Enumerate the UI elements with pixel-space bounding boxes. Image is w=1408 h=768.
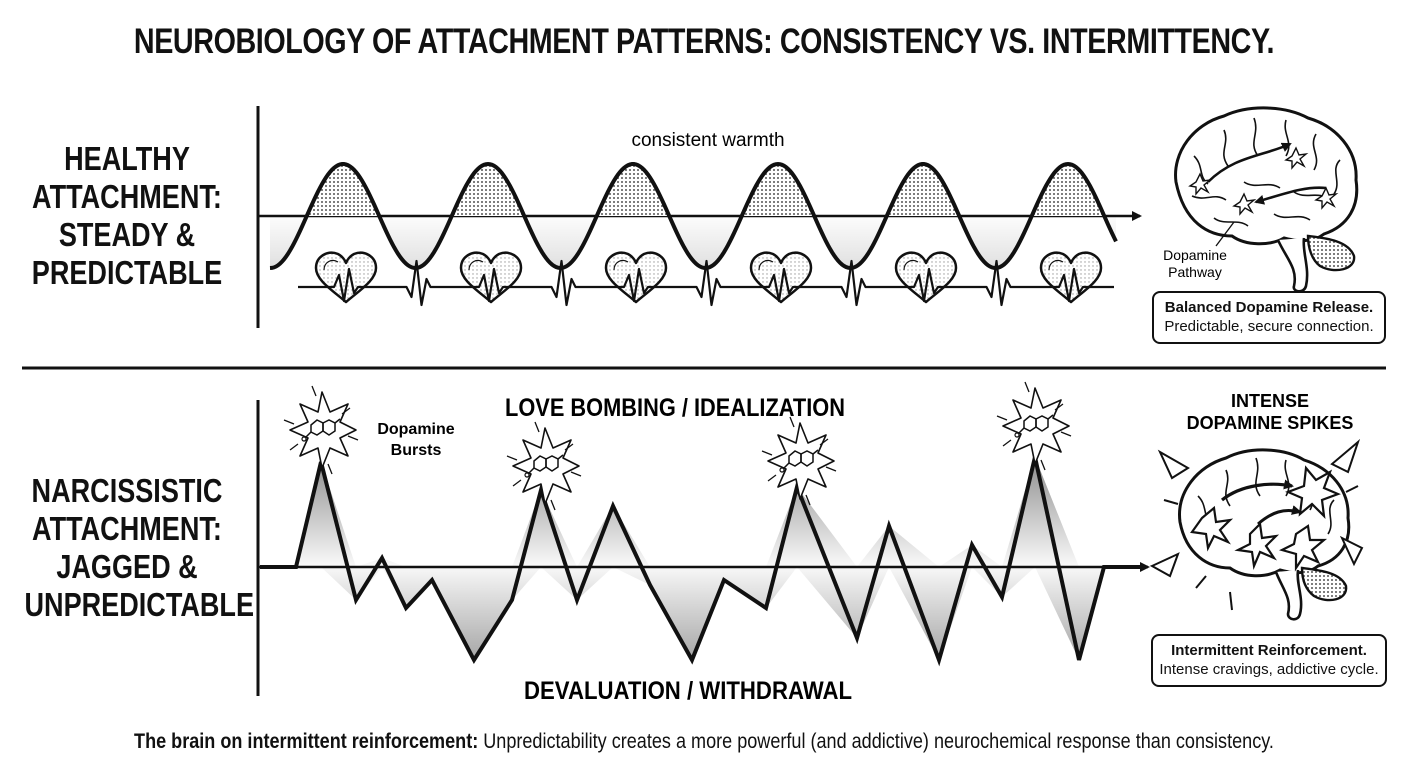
intense-spikes-label-line-2: DOPAMINE SPIKES	[1187, 413, 1354, 433]
intermittent-caption-title: Intermittent Reinforcement.	[1171, 642, 1367, 659]
healthy-wave-line	[269, 161, 1118, 270]
dopamine-burst-icon	[506, 421, 582, 511]
love-bombing-label: LOVE BOMBING / IDEALIZATION	[505, 394, 845, 422]
healthy-label-line-2: ATTACHMENT:	[32, 178, 222, 215]
intermittent-reinforcement-caption: Intermittent Reinforcement. Intense crav…	[1151, 634, 1387, 687]
footer-note: The brain on intermittent reinforcement:…	[99, 730, 1310, 754]
healthy-label-line-1: HEALTHY	[64, 140, 190, 177]
consistent-warmth-label: consistent warmth	[631, 130, 784, 151]
footer-bold-text: The brain on intermittent reinforcement:	[134, 730, 479, 753]
page-title: NEUROBIOLOGY OF ATTACHMENT PATTERNS: CON…	[133, 22, 1275, 61]
dopamine-burst-icon	[761, 416, 837, 506]
heartbeat-line	[298, 251, 1114, 307]
healthy-label-line-3: STEADY &	[58, 216, 196, 253]
narcissistic-attachment-label: NARCISSISTIC ATTACHMENT: JAGGED & UNPRED…	[24, 472, 255, 624]
narcissistic-label-line-1: NARCISSISTIC	[31, 472, 223, 509]
dopamine-bursts-label-line-1: Dopamine	[377, 421, 454, 438]
jagged-peak-fill	[260, 457, 1140, 567]
jagged-wave	[260, 456, 1140, 667]
healthy-sine-wave	[269, 161, 1118, 270]
dopamine-pathway-label-line-2: Pathway	[1168, 264, 1222, 280]
narcissistic-label-line-4: UNPREDICTABLE	[24, 586, 255, 623]
narcissistic-label-line-2: ATTACHMENT:	[32, 510, 222, 547]
spiking-brain-icon	[1149, 438, 1364, 621]
devaluation-label: DEVALUATION / WITHDRAWAL	[524, 677, 852, 705]
healthy-wave-crest-fill	[270, 164, 1116, 216]
healthy-label-line-4: PREDICTABLE	[31, 254, 223, 291]
dopamine-burst-icon	[996, 381, 1072, 471]
balanced-dopamine-caption: Balanced Dopamine Release. Predictable, …	[1152, 291, 1386, 344]
balanced-caption-text: Predictable, secure connection.	[1164, 318, 1374, 335]
healthy-wave-trough-fill	[270, 216, 1116, 268]
balanced-caption-title: Balanced Dopamine Release.	[1164, 299, 1374, 316]
healthy-attachment-label: HEALTHY ATTACHMENT: STEADY & PREDICTABLE	[25, 140, 230, 292]
intermittent-caption-text: Intense cravings, addictive cycle.	[1159, 661, 1379, 678]
jagged-trough-fill	[260, 567, 1140, 660]
jagged-fill	[260, 457, 1140, 660]
intense-spikes-label-line-1: INTENSE	[1231, 391, 1309, 411]
dopamine-pathway-label-line-1: Dopamine	[1163, 247, 1227, 263]
narcissistic-label-line-3: JAGGED &	[56, 548, 198, 585]
dopamine-bursts-label-line-2: Bursts	[391, 442, 442, 459]
footer-text: Unpredictability creates a more powerful…	[478, 730, 1274, 753]
dopamine-burst-icon	[283, 385, 359, 475]
